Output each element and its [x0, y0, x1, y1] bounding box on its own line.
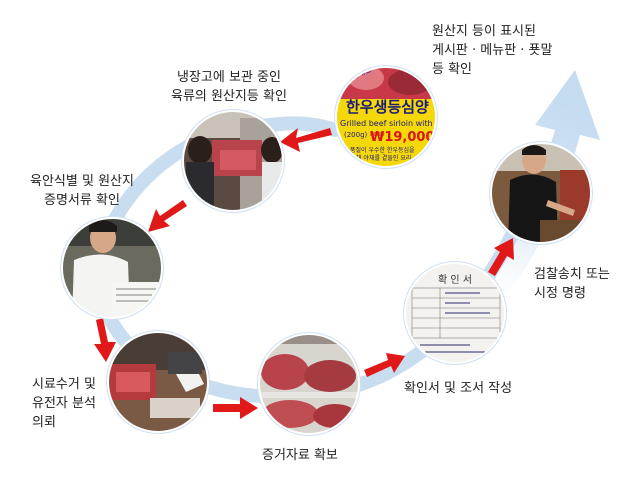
arrow-s2-to-s3	[94, 318, 116, 362]
step-6-label: 검찰송치 또는 시정 명령	[534, 267, 610, 301]
step-2-node	[60, 216, 164, 320]
arrow-s3-to-s4	[213, 397, 258, 419]
menu-note-1: 품질이 우수한 한우등심을	[350, 146, 415, 154]
step-5-node: 확 인 서	[403, 261, 507, 365]
step-4-node	[257, 332, 361, 436]
step-2-label: 육안식별 및 원산지 증명서류 확인	[30, 174, 134, 208]
step-5-label: 확인서 및 조서 작성	[404, 381, 513, 396]
step-7-label: 원산지 등이 표시된 게시판 · 메뉴판 · 푯말 등 확인	[432, 24, 553, 77]
step-6-node	[489, 141, 593, 245]
menu-item-weight: (200g)	[344, 131, 368, 139]
step-3-node	[106, 330, 210, 434]
menu-item-price: ₩19,000	[370, 130, 435, 145]
confirmation-form-photo: 확 인 서	[405, 263, 505, 363]
arrow-s1-to-s2	[148, 200, 187, 232]
meat-evidence-photo	[259, 334, 359, 434]
form-title: 확 인 서	[438, 274, 472, 286]
menu-item-english: Grilled beef sirloin with s	[340, 119, 439, 128]
step-4-label: 증거자료 확보	[262, 448, 338, 463]
arrow-s7-to-s1	[280, 128, 332, 152]
arrow-s4-to-s5	[364, 353, 405, 377]
step-7-node: 국내산 한우생등심양 Grilled beef sirloin with s (…	[334, 65, 439, 169]
menu-item-name: 한우생등심양	[346, 98, 429, 116]
step-1-label: 냉장고에 보관 중인 육류의 원산지등 확인	[171, 70, 287, 104]
document-inspection-photo	[62, 218, 162, 318]
step-3-label: 시료수거 및 유전자 분석 의뢰	[32, 377, 96, 430]
arrow-s5-to-s6	[488, 238, 514, 276]
menu-note-2: 채 야채를 곁들인 요리	[356, 154, 411, 162]
